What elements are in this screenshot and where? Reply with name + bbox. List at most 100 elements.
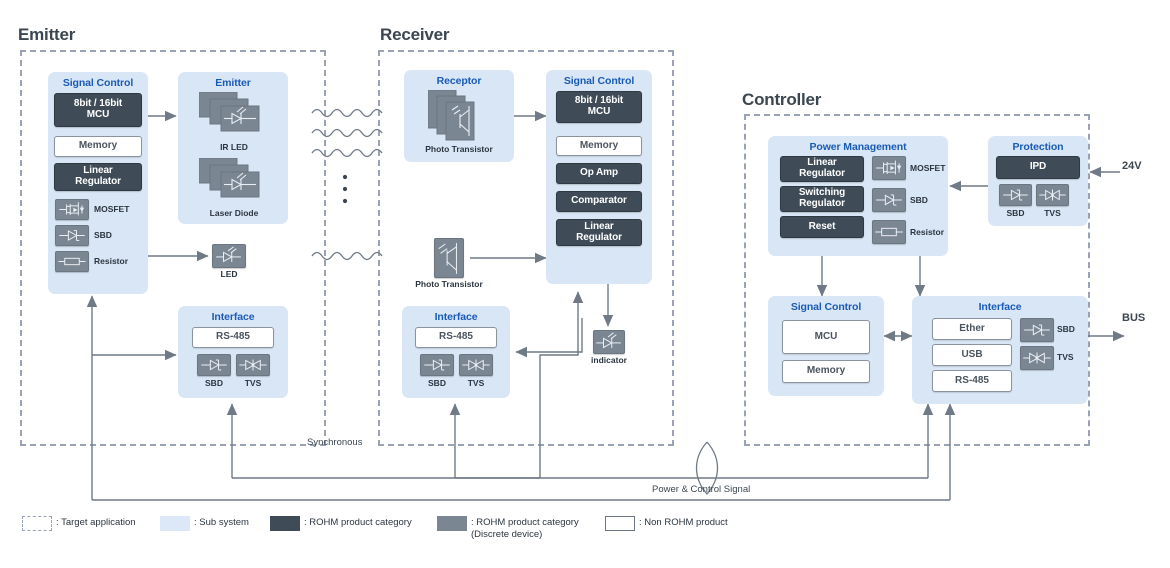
emitter-interface-group[interactable]: Interface (178, 306, 288, 398)
block-comparator[interactable]: Comparator (556, 191, 642, 212)
legend-swatch-nonrohm (605, 516, 635, 531)
tvs-icon[interactable] (1036, 184, 1069, 206)
label-bus: BUS (1122, 312, 1146, 324)
discrete-label-sbd: SBD (94, 230, 112, 240)
block-reset[interactable]: Reset (780, 216, 864, 238)
block-op-amp[interactable]: Op Amp (556, 163, 642, 184)
tvs-icon[interactable] (459, 354, 493, 376)
sbd-icon[interactable] (55, 225, 89, 246)
block-label: Switching Regulator (798, 187, 846, 209)
block-linear-regulator[interactable]: Linear Regulator (556, 219, 642, 246)
block-label: 8bit / 16bit MCU (574, 95, 624, 117)
resistor-icon[interactable] (872, 220, 906, 244)
sbd-icon[interactable] (872, 188, 906, 212)
block-label: RS-485 (216, 331, 250, 343)
block-usb[interactable]: USB (932, 344, 1012, 366)
block-ipd[interactable]: IPD (996, 156, 1080, 179)
icon-caption-tvs: TVS (1044, 208, 1061, 218)
block-rs485[interactable]: RS-485 (415, 327, 497, 348)
block-label: Memory (579, 139, 619, 151)
discrete-label-sbd: SBD (910, 195, 928, 205)
discrete-label-mosfet: MOSFET (94, 204, 130, 214)
legend-item-sub-system: : Sub system (160, 516, 249, 531)
legend-item-non-rohm: : Non ROHM product (605, 516, 728, 531)
group-title: Emitter (215, 77, 251, 89)
target-application-controller (744, 114, 1090, 446)
block-label: RS-485 (955, 374, 989, 386)
group-title: Protection (1012, 141, 1064, 153)
vertical-ellipsis (342, 174, 348, 204)
block-label: Memory (78, 140, 118, 152)
receiver-interface-group[interactable]: Interface (402, 306, 510, 398)
mosfet-icon[interactable] (872, 156, 906, 180)
legend-label: : Target application (56, 517, 136, 528)
legend-swatch-subsystem (160, 516, 190, 531)
sbd-icon[interactable] (420, 354, 454, 376)
legend-swatch-dashed (22, 516, 52, 531)
block-label: Linear Regulator (799, 157, 845, 179)
block-label: 8bit / 16bit MCU (73, 98, 123, 120)
block-linear-regulator[interactable]: Linear Regulator (54, 163, 142, 191)
led-icon[interactable] (199, 158, 269, 206)
group-title: Signal Control (790, 301, 862, 313)
block-mcu[interactable]: MCU (782, 320, 870, 354)
phototransistor-icon[interactable] (434, 238, 464, 278)
tvs-icon[interactable] (236, 354, 270, 376)
group-title: Receptor (436, 75, 482, 87)
sbd-icon[interactable] (197, 354, 231, 376)
block-memory[interactable]: Memory (782, 360, 870, 383)
legend-item-rohm-discrete: : ROHM product category (Discrete device… (437, 516, 579, 541)
block-ether[interactable]: Ether (932, 318, 1012, 340)
led-icon[interactable] (199, 92, 269, 140)
icon-caption-sbd: SBD (205, 378, 223, 388)
section-title-emitter: Emitter (18, 25, 76, 44)
tvs-icon[interactable] (1020, 346, 1054, 370)
block-label: Linear Regulator (576, 220, 622, 243)
icon-caption-led: LED (220, 269, 238, 279)
block-rs485[interactable]: RS-485 (932, 370, 1012, 392)
block-label: MCU (814, 330, 838, 342)
discrete-label-resistor: Resistor (94, 256, 129, 266)
group-title: Interface (211, 311, 255, 323)
legend-item-rohm-product: : ROHM product category (270, 516, 412, 531)
block-switching-regulator[interactable]: Switching Regulator (780, 186, 864, 212)
sbd-icon[interactable] (1020, 318, 1054, 342)
icon-caption-laser-diode: Laser Diode (209, 208, 259, 218)
block-label: Op Amp (580, 167, 618, 179)
block-label: Memory (806, 365, 846, 377)
block-memory[interactable]: Memory (556, 136, 642, 156)
legend-item-target-application: : Target application (22, 516, 136, 531)
block-label: IPD (1029, 161, 1047, 173)
discrete-label-tvs: TVS (1057, 352, 1074, 362)
block-linear-regulator[interactable]: Linear Regulator (780, 156, 864, 182)
group-title: Signal Control (62, 77, 134, 89)
block-label: Reset (808, 220, 836, 232)
block-memory[interactable]: Memory (54, 136, 142, 157)
controller-protection-group[interactable]: Protection (988, 136, 1088, 226)
resistor-icon[interactable] (55, 251, 89, 272)
block-mcu[interactable]: 8bit / 16bit MCU (556, 91, 642, 123)
icon-caption-sbd: SBD (428, 378, 446, 388)
legend-label: : ROHM product category (304, 517, 412, 528)
led-icon[interactable] (593, 330, 625, 354)
phototransistor-icon[interactable] (428, 90, 490, 142)
block-mcu[interactable]: 8bit / 16bit MCU (54, 93, 142, 127)
group-title: Power Management (809, 141, 907, 153)
sbd-icon[interactable] (999, 184, 1032, 206)
emitter-emitter-group[interactable]: Emitter (178, 72, 288, 224)
icon-caption-tvs: TVS (244, 378, 262, 388)
group-title: Interface (434, 311, 478, 323)
label-synchronous: Synchronous (307, 437, 363, 448)
mosfet-icon[interactable] (55, 199, 89, 220)
block-label: Comparator (571, 195, 627, 207)
icon-caption-photo-transistor: Photo Transistor (425, 144, 493, 154)
block-label: USB (961, 348, 983, 360)
discrete-label-resistor: Resistor (910, 227, 945, 237)
group-title: Interface (978, 301, 1022, 313)
led-icon[interactable] (212, 244, 246, 268)
block-rs485[interactable]: RS-485 (192, 327, 274, 348)
legend-label: : Sub system (194, 517, 249, 528)
icon-caption-ir-led: IR LED (220, 142, 248, 152)
discrete-label-sbd: SBD (1057, 324, 1075, 334)
